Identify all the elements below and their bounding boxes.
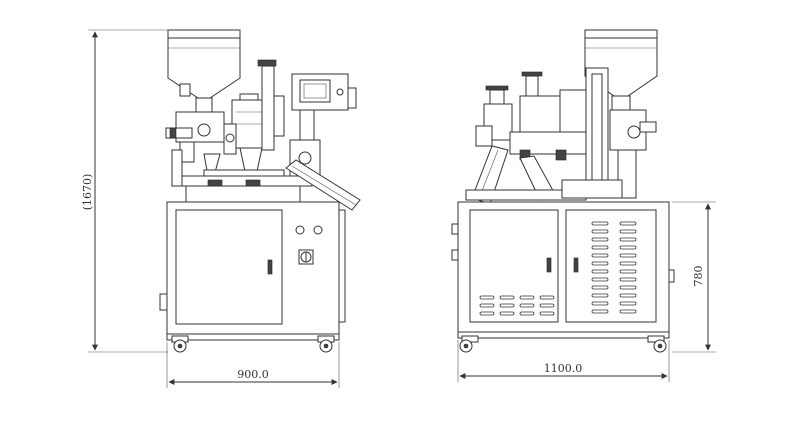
side-width-label: 1100.0 (544, 362, 583, 375)
total-height-label: (1670) (81, 174, 94, 211)
turntable (171, 139, 321, 203)
cabinet-height-label: 780 (692, 266, 705, 287)
front-cabinet (159, 201, 346, 341)
cabinet-height-dimension: 780 (672, 201, 716, 353)
side-cabinet (451, 201, 675, 339)
hopper (167, 29, 241, 113)
side-left-louvers (479, 295, 555, 316)
side-casters (459, 335, 667, 353)
side-right-louvers (591, 221, 637, 314)
front-width-dimension: 900.0 (166, 342, 340, 388)
side-width-dimension: 1100.0 (457, 340, 670, 382)
front-casters (171, 335, 335, 353)
side-upper-mechanism (475, 67, 657, 199)
control-panel (291, 73, 357, 151)
side-view: 780 1100.0 (451, 29, 716, 382)
discharge-chute (285, 159, 361, 211)
filling-mechanism (165, 59, 285, 177)
front-view: (1670) (81, 29, 361, 388)
front-width-label: 900.0 (237, 368, 269, 381)
side-chutes (465, 145, 623, 205)
